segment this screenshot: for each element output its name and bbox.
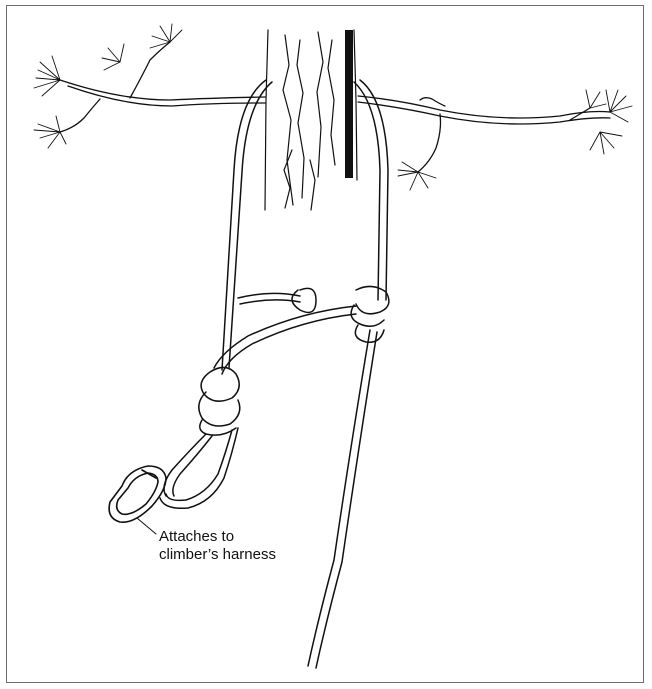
callout-line-2: climber’s harness xyxy=(159,546,276,564)
pine-needles-right xyxy=(398,90,632,190)
figure-eight-knot xyxy=(199,367,240,435)
standing-rope xyxy=(308,330,377,668)
friction-hitch xyxy=(238,286,389,342)
tie-in-loop xyxy=(160,428,238,508)
pine-needles-left xyxy=(34,24,182,148)
rope-bight xyxy=(214,306,356,374)
harness-callout: Attaches to climber’s harness xyxy=(159,528,276,564)
callout-line-1: Attaches to xyxy=(159,528,276,546)
carabiner-icon xyxy=(109,466,166,522)
trunk-shadow xyxy=(345,30,353,178)
rope-loop xyxy=(222,80,388,370)
tree-trunk xyxy=(265,30,357,210)
callout-leader-line xyxy=(137,518,156,534)
tree-limb xyxy=(60,42,610,172)
